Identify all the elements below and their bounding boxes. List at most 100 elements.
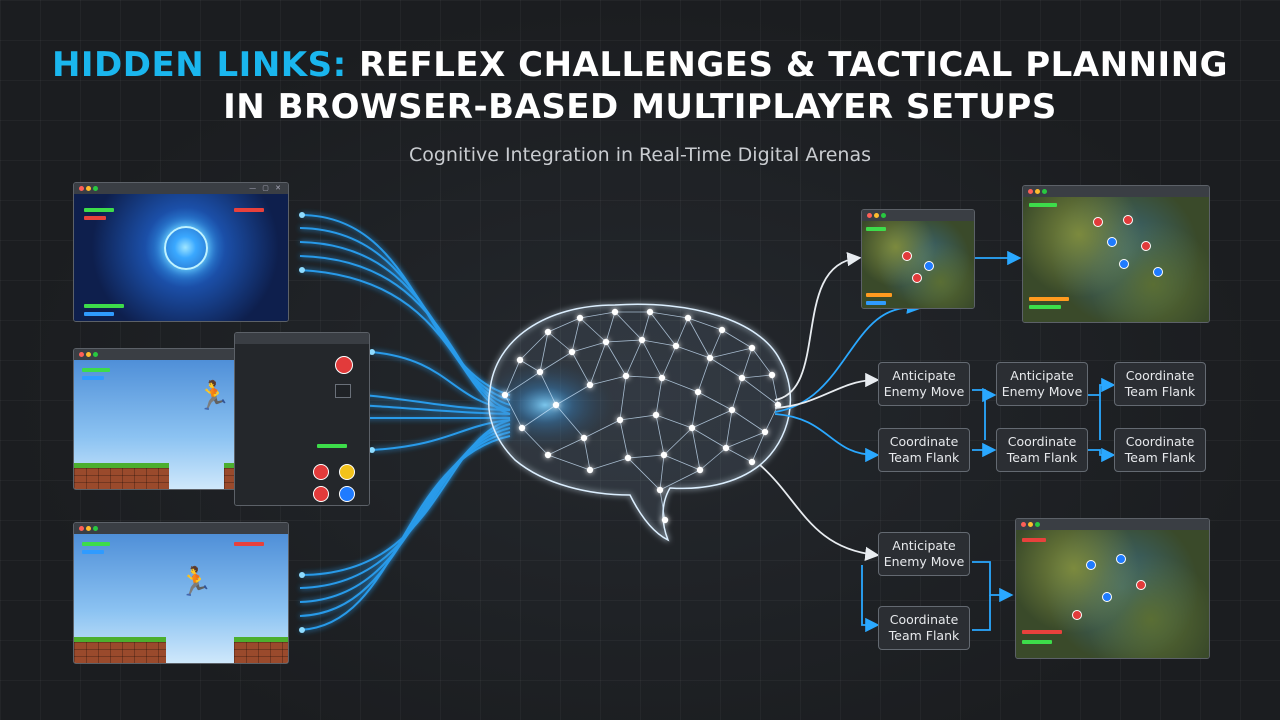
ally-marker-icon <box>1107 237 1117 247</box>
close-dot-icon[interactable] <box>867 213 872 218</box>
window-titlebar[interactable] <box>1023 186 1209 197</box>
health-bar <box>82 542 110 546</box>
title-accent: HIDDEN LINKS: <box>51 45 347 85</box>
brain-node <box>602 338 610 346</box>
flow-line <box>299 435 511 631</box>
brain-edge <box>659 454 665 491</box>
maximize-dot-icon[interactable] <box>93 352 98 357</box>
node-flank-5[interactable]: Coordinate Team Flank <box>878 606 970 650</box>
brain-edge <box>741 347 753 379</box>
brain-edge <box>655 414 665 456</box>
energy-bar <box>84 312 114 316</box>
window-titlebar[interactable] <box>74 349 288 360</box>
connector-to-node-8 <box>861 565 880 633</box>
node-anticipate-3[interactable]: Anticipate Enemy Move <box>878 532 970 576</box>
ground-platform <box>74 463 169 489</box>
window-titlebar[interactable]: — ▢ ✕ <box>74 183 288 194</box>
energy-bar <box>866 301 886 305</box>
window-titlebar[interactable] <box>74 523 288 534</box>
close-dot-icon[interactable] <box>79 526 84 531</box>
moba-window-3[interactable] <box>1015 518 1210 659</box>
window-controls-icon[interactable]: — ▢ ✕ <box>249 184 283 192</box>
brain-node <box>696 466 704 474</box>
brain-edge <box>583 419 621 439</box>
enemy-marker-icon <box>1141 241 1151 251</box>
brain-node <box>552 401 560 409</box>
node-anticipate-2[interactable]: Anticipate Enemy Move <box>996 362 1088 406</box>
enemy-marker-icon <box>1123 215 1133 225</box>
brain-node <box>694 388 702 396</box>
brain-node <box>761 428 769 436</box>
brain-edge <box>641 339 677 347</box>
gem-icon[interactable] <box>339 486 355 502</box>
flow-endpoints <box>289 212 375 633</box>
close-dot-icon[interactable] <box>1028 189 1033 194</box>
stamina-bar <box>1029 305 1061 309</box>
brain-edge <box>504 371 541 396</box>
header: HIDDEN LINKS: REFLEX CHALLENGES & TACTIC… <box>0 44 1280 166</box>
enemy-health-bar <box>1022 630 1062 634</box>
brain-edge <box>571 351 591 386</box>
player-figure-icon: 🏃 <box>196 379 231 412</box>
brain-node <box>748 458 756 466</box>
shield-bar <box>84 304 124 308</box>
stamina-bar <box>1022 640 1052 644</box>
close-dot-icon[interactable] <box>79 352 84 357</box>
brain-edge <box>641 339 663 379</box>
node-anticipate-1[interactable]: Anticipate Enemy Move <box>878 362 970 406</box>
brain-node <box>706 354 714 362</box>
close-dot-icon[interactable] <box>79 186 84 191</box>
flow-endpoint <box>299 212 305 218</box>
health-bar <box>84 208 114 212</box>
minimize-dot-icon[interactable] <box>1035 189 1040 194</box>
node-flank-4[interactable]: Coordinate Team Flank <box>1114 428 1206 472</box>
window-titlebar[interactable] <box>1016 519 1209 530</box>
platformer-scene-2: 🏃 <box>74 534 288 663</box>
moba-window-2[interactable] <box>1022 185 1210 323</box>
minimize-dot-icon[interactable] <box>86 526 91 531</box>
brain-edge <box>605 341 627 377</box>
platformer-window-2[interactable]: 🏃 <box>73 522 289 664</box>
health-bar <box>866 227 886 231</box>
brain-node <box>544 328 552 336</box>
connector-to-moba-1 <box>774 251 862 401</box>
brain-edge <box>589 341 607 386</box>
moba-window-1[interactable] <box>861 209 975 309</box>
brain-edge <box>697 357 711 393</box>
minimize-dot-icon[interactable] <box>86 352 91 357</box>
node-flank-2[interactable]: Coordinate Team Flank <box>996 428 1088 472</box>
brain-edge <box>555 384 591 406</box>
brain-edge <box>663 454 701 471</box>
maximize-dot-icon[interactable] <box>93 526 98 531</box>
ground-platform <box>74 637 166 663</box>
connector-n4-n6 <box>1088 447 1116 463</box>
score-bar <box>234 542 264 546</box>
connector-n1-n2 <box>972 387 997 403</box>
coin-icon[interactable] <box>339 464 355 480</box>
ground-platform <box>234 637 288 663</box>
window-titlebar[interactable] <box>862 210 974 221</box>
minimize-dot-icon[interactable] <box>1028 522 1033 527</box>
brain-edge <box>521 427 549 456</box>
close-dot-icon[interactable] <box>1021 522 1026 527</box>
window-titlebar[interactable] <box>235 333 369 344</box>
maximize-dot-icon[interactable] <box>1035 522 1040 527</box>
item-icon[interactable] <box>313 464 329 480</box>
brain-node <box>616 416 624 424</box>
brain-edge <box>687 317 723 331</box>
brain-edge <box>691 427 727 449</box>
minimize-dot-icon[interactable] <box>874 213 879 218</box>
minimize-dot-icon[interactable] <box>86 186 91 191</box>
item-slot-icon[interactable] <box>335 384 351 398</box>
fps-game-window[interactable]: — ▢ ✕ <box>73 182 289 322</box>
node-flank-1[interactable]: Coordinate Team Flank <box>878 428 970 472</box>
maximize-dot-icon[interactable] <box>1042 189 1047 194</box>
skill-icon[interactable] <box>335 356 353 374</box>
maximize-dot-icon[interactable] <box>93 186 98 191</box>
brain-edge <box>721 329 753 349</box>
maximize-dot-icon[interactable] <box>881 213 886 218</box>
inventory-window[interactable] <box>234 332 370 506</box>
brain-edge <box>614 311 643 341</box>
item-icon[interactable] <box>313 486 329 502</box>
node-flank-3[interactable]: Coordinate Team Flank <box>1114 362 1206 406</box>
